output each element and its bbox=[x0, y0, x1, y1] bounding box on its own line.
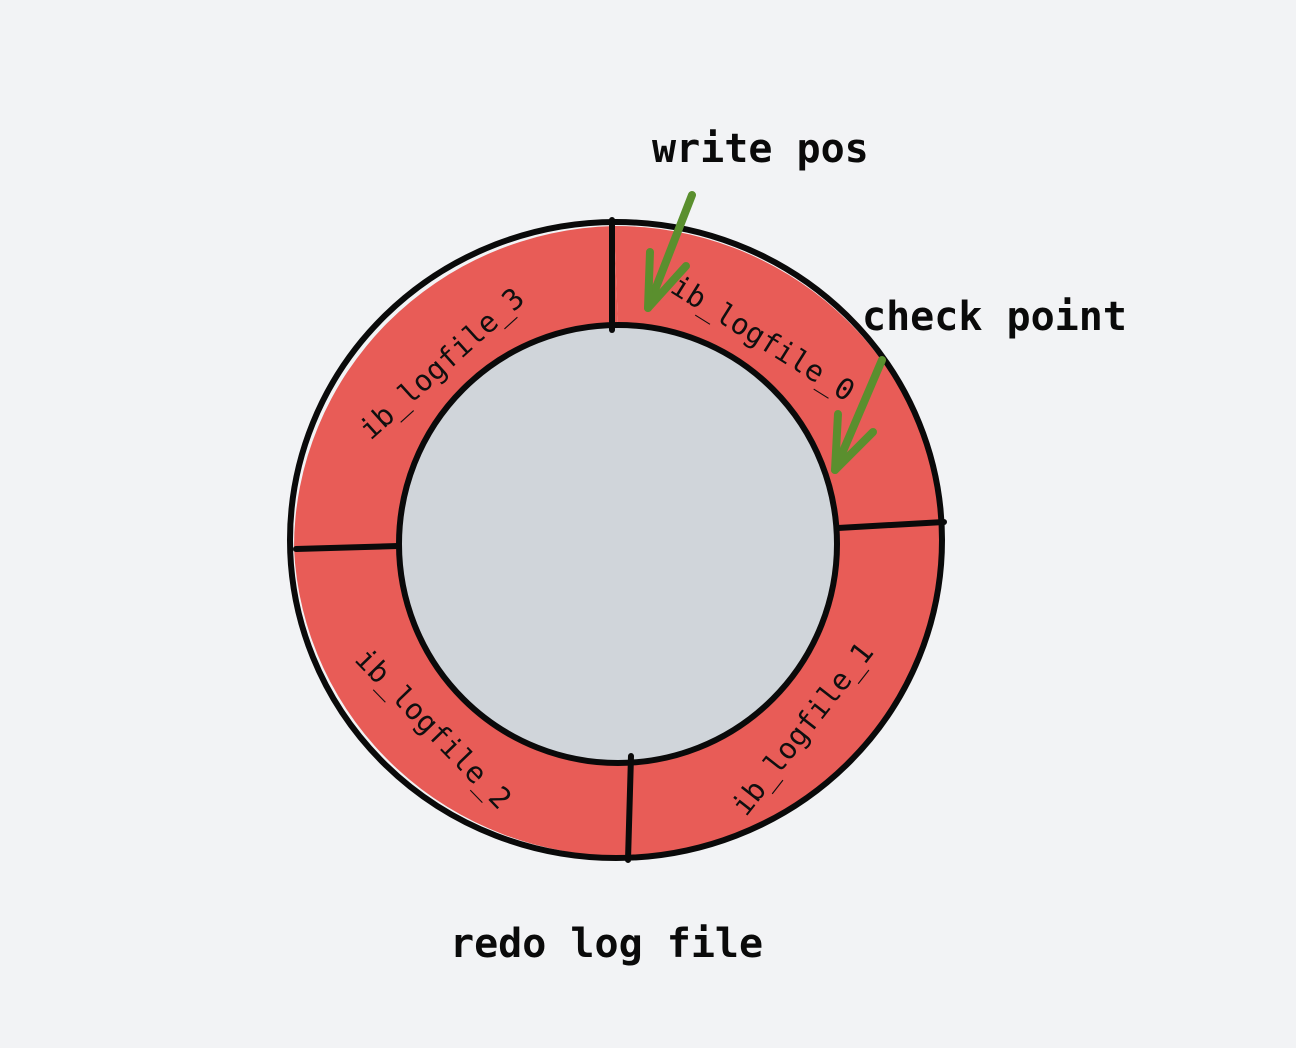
outer-ring-outline bbox=[287, 219, 945, 861]
ring-segment-3 bbox=[293, 226, 618, 548]
divider-right bbox=[835, 519, 947, 531]
check-point-arrow bbox=[831, 356, 886, 474]
write-pos-label: write pos bbox=[652, 126, 869, 172]
divider-bottom bbox=[625, 753, 634, 863]
diagram-caption: redo log file bbox=[450, 921, 763, 967]
divider-left bbox=[293, 543, 401, 552]
check-point-label: check point bbox=[862, 294, 1127, 340]
ring-segment-0 bbox=[614, 225, 942, 527]
write-pos-arrow bbox=[644, 191, 696, 312]
inner-circle bbox=[396, 322, 840, 766]
